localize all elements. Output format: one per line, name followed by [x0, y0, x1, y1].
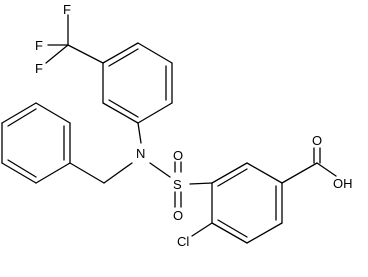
ring2-bond-6: [35, 162, 71, 184]
ring1-bond-2: [137, 42, 173, 64]
ring3-double-1: [217, 168, 248, 187]
bond-ch2-ring: [69, 162, 105, 184]
atom-o2-label: O: [173, 208, 183, 223]
bond-n-ch2: [103, 162, 133, 184]
atom-f1-label: F: [63, 2, 71, 17]
atom-oh-label: OH: [333, 176, 353, 191]
ring1-double-1: [108, 48, 139, 67]
ring3-bond-4: [246, 222, 283, 244]
bond-cf3-ring: [67, 44, 104, 64]
trifluoromethyl-group: [45, 14, 104, 64]
ring3-bond-2: [246, 162, 283, 184]
trifluoromethylphenyl-ring: [102, 42, 173, 124]
bond-ring-cl: [191, 222, 213, 237]
carboxylic-acid-group: [281, 147, 337, 184]
ring1-bond-1: [102, 42, 139, 64]
atom-cl-label: Cl: [177, 234, 189, 249]
ring1-bond-4: [137, 102, 173, 124]
bond-s-ring: [189, 182, 213, 185]
ring2-double-3: [7, 159, 37, 178]
bond-ring-n: [137, 122, 142, 144]
atom-s-label: S: [173, 177, 182, 192]
atom-f2-label: F: [35, 38, 43, 53]
chlorobenzoic-ring: [211, 162, 283, 244]
ring3-double-3: [217, 219, 248, 238]
atom-n-label: N: [136, 146, 145, 161]
ring3-bond-1: [211, 162, 248, 184]
atom-f3-label: F: [35, 61, 43, 76]
bond-c-oh: [316, 162, 337, 177]
bond-n-s: [149, 162, 171, 178]
ring3-bond-5: [211, 222, 248, 244]
ring2-double-2: [7, 108, 37, 127]
ring1-double-3: [108, 99, 139, 118]
bond-c-f3: [45, 44, 69, 64]
benzyl-group: [1, 102, 133, 184]
bond-ring-cooh: [281, 162, 318, 184]
sulfonyl-oxygens: [174, 161, 182, 208]
atom-o-acid-label: O: [312, 133, 322, 148]
ring1-bond-5: [102, 102, 139, 124]
ring2-bond-5: [1, 162, 37, 184]
atom-o1-label: O: [173, 148, 183, 163]
ring2-bond-3: [1, 102, 37, 124]
ring2-bond-2: [35, 102, 71, 124]
